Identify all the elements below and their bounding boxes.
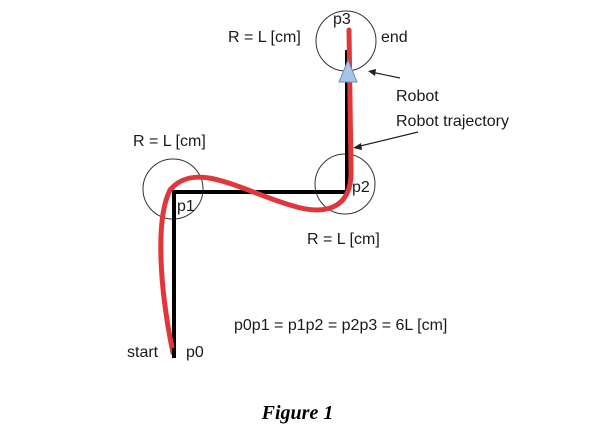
waypoint-label-p0: p0 [186,344,204,361]
radius-label-p3: R = L [cm] [228,29,301,46]
waypoint-label-p2: p2 [352,179,370,196]
robot-arrow [368,69,401,79]
robot-label: Robot [396,88,439,105]
robot-trajectory-curve [158,27,354,356]
trajectory-arrow [353,131,419,150]
radius-label-p1: R = L [cm] [133,133,206,150]
distance-equation: p0p1 = p1p2 = p2p3 = 6L [cm] [234,317,448,334]
robot-marker [338,58,358,83]
end-label: end [381,29,408,46]
reference-path [172,50,349,355]
waypoint-label-p3: p3 [333,11,351,28]
start-marker [172,348,176,358]
robot-trajectory-label: Robot trajectory [396,113,509,130]
start-label: start [127,344,159,361]
waypoint-label-p1: p1 [177,198,195,215]
figure-caption: Figure 1 [261,402,334,424]
radius-label-p2: R = L [cm] [307,231,380,248]
